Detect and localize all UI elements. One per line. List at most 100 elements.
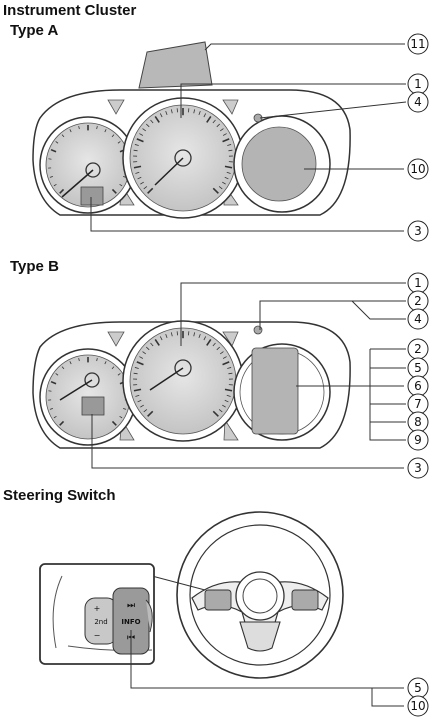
gauge-tick — [49, 176, 53, 178]
active-driving-display — [138, 41, 213, 89]
gauge-tick — [159, 336, 163, 341]
type-b-speedometer-ticks — [133, 331, 233, 417]
gauge-tick — [61, 366, 65, 370]
speedometer-ticks — [133, 108, 233, 194]
gauge-tick — [135, 171, 140, 174]
gauge-tick — [133, 149, 138, 152]
multi-function-display — [241, 126, 317, 202]
gauge-tick — [53, 183, 57, 187]
callout-b-2: 2 — [414, 342, 422, 356]
section-title-instrument-cluster: Instrument Cluster — [3, 2, 137, 19]
gauge-tick — [111, 420, 117, 426]
gauge-tick — [150, 342, 154, 347]
gauge-tick — [50, 380, 57, 385]
gauge-tick — [140, 404, 144, 408]
gauge-tick — [134, 144, 139, 146]
gauge-tick — [49, 408, 53, 410]
gauge-tick — [198, 333, 201, 338]
type-a-callout-circles — [407, 33, 429, 242]
callout-b-2-top: 2 — [414, 294, 422, 308]
gauge-tick — [133, 372, 138, 375]
section-title-type-b: Type B — [10, 258, 59, 275]
gauge-tick — [206, 115, 212, 123]
callout-s-5: 5 — [414, 681, 422, 695]
gauge-tick — [96, 358, 98, 362]
gauge-tick — [198, 110, 201, 115]
gauge-tick — [222, 404, 226, 408]
volume-down-button[interactable]: − — [94, 631, 101, 640]
gauge-tick — [96, 126, 98, 130]
type-b-multi-display — [251, 347, 299, 435]
gauge-tick — [219, 351, 224, 355]
gauge-tick — [123, 408, 127, 410]
gauge-tick — [55, 373, 59, 376]
gauge-tick — [218, 409, 223, 413]
gauge-tick — [165, 333, 168, 338]
gauge-tick — [147, 187, 154, 194]
gauge-tick — [224, 165, 233, 169]
volume-up-button[interactable]: + — [94, 604, 101, 613]
gauge-tick — [142, 351, 147, 355]
gauge-tick — [53, 415, 57, 419]
gauge-tick — [226, 171, 231, 174]
gauge-tick — [216, 123, 220, 128]
callout-b-5: 5 — [414, 361, 422, 375]
gauge-tick — [146, 123, 150, 128]
type-b-indicator-light — [253, 325, 263, 335]
gauge-tick — [222, 181, 226, 185]
type-a-cluster — [32, 41, 351, 219]
switch-detail-inset — [39, 563, 155, 665]
gauge-tick — [119, 183, 123, 187]
callout-b-7: 7 — [414, 397, 422, 411]
callout-3-info-display: 3 — [414, 224, 422, 238]
gauge-tick — [111, 188, 117, 194]
type-b-callout-circles — [407, 272, 429, 479]
gauge-tick — [139, 356, 144, 359]
gauge-tick — [165, 110, 168, 115]
gauge-tick — [154, 338, 160, 346]
gauge-tick — [226, 394, 231, 397]
gauge-tick — [78, 358, 80, 362]
gauge-tick — [137, 176, 142, 180]
gauge-tick — [227, 144, 232, 146]
gauge-tick — [61, 134, 65, 138]
gauge-tick — [55, 141, 59, 144]
gauge-tick — [212, 119, 216, 124]
gauge-tick — [154, 115, 160, 123]
gauge-tick — [212, 187, 219, 194]
gauge-tick — [222, 133, 227, 136]
gauge-tick — [111, 134, 115, 138]
multi-information-display — [80, 186, 104, 206]
steering-wheel — [176, 511, 344, 679]
gauge-tick — [193, 332, 196, 337]
gauge-tick — [206, 338, 212, 346]
gauge-tick — [170, 332, 173, 337]
gauge-tick — [222, 356, 227, 359]
gauge-tick — [59, 188, 65, 194]
gauge-tick — [117, 141, 121, 144]
info-button[interactable]: INFO — [121, 618, 140, 626]
callout-4-indicator: 4 — [414, 95, 422, 109]
type-b-callout-lines — [91, 282, 406, 469]
gauge-tick — [212, 342, 216, 347]
type-b-cluster — [32, 320, 351, 449]
gauge-tick — [203, 113, 207, 118]
callout-b-9: 9 — [414, 433, 422, 447]
next-track-button[interactable]: ⏭ — [127, 601, 135, 611]
callout-b-1: 1 — [414, 276, 422, 290]
talk-button[interactable]: 2nd — [94, 618, 107, 626]
gauge-tick — [137, 399, 142, 403]
section-title-type-a: Type A — [10, 22, 59, 39]
gauge-tick — [78, 126, 80, 130]
gauge-tick — [228, 372, 233, 375]
gauge-tick — [224, 176, 229, 180]
callout-b-8: 8 — [414, 415, 422, 429]
gauge-tick — [143, 186, 148, 190]
section-title-steering-switch: Steering Switch — [3, 487, 116, 504]
gauge-tick — [134, 367, 139, 369]
gauge-tick — [219, 128, 224, 132]
gauge-tick — [69, 129, 72, 133]
gauge-tick — [104, 361, 107, 365]
callout-b-3: 3 — [414, 461, 422, 475]
